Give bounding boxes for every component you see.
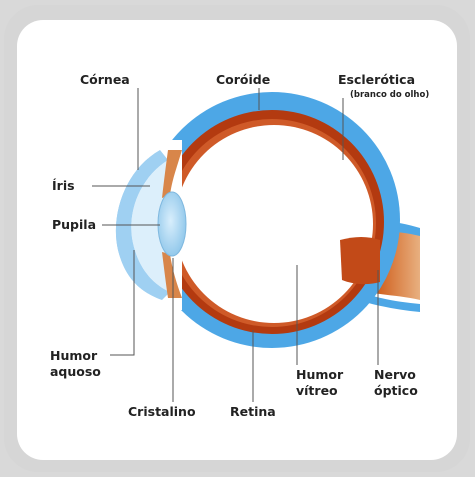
label-nerve-1: Nervo	[374, 367, 416, 382]
label-sclera: Esclerótica	[338, 72, 415, 87]
lens-shape	[158, 192, 186, 256]
label-pupil: Pupila	[52, 217, 96, 232]
label-choroid: Coróide	[216, 72, 270, 87]
label-vitreous-1: Humor	[296, 367, 343, 382]
label-nerve-2: óptico	[374, 383, 418, 398]
label-aqueous-2: aquoso	[50, 364, 101, 379]
label-aqueous-1: Humor	[50, 348, 97, 363]
label-sclera-note: (branco do olho)	[350, 88, 429, 103]
label-lens: Cristalino	[128, 404, 196, 419]
label-iris: Íris	[52, 178, 75, 193]
label-vitreous-2: vítreo	[296, 383, 338, 398]
label-cornea: Córnea	[80, 72, 130, 87]
label-retina: Retina	[230, 404, 276, 419]
